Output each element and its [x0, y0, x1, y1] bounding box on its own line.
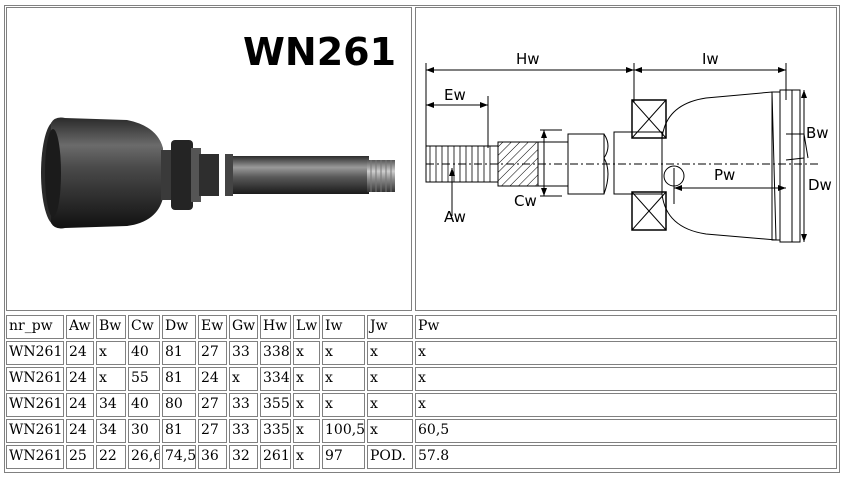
label-pw: Pw: [714, 166, 735, 184]
table-cell: x: [293, 341, 320, 365]
table-cell: 36: [198, 445, 227, 469]
table-cell: 27: [198, 419, 227, 443]
table-header-cell: Hw: [260, 315, 291, 339]
table-cell: 57.8: [415, 445, 837, 469]
table-cell: 55: [128, 367, 160, 391]
table-cell: x: [322, 341, 365, 365]
table-cell: 40: [128, 341, 160, 365]
table-cell: x: [367, 341, 413, 365]
product-sheet: [4, 5, 840, 473]
table-cell: 27: [198, 393, 227, 417]
table-cell: x: [96, 367, 126, 391]
label-dw: Dw: [808, 176, 832, 194]
table-cell: x: [96, 341, 126, 365]
table-header-cell: nr_pw: [6, 315, 64, 339]
table-cell: WN261: [6, 445, 64, 469]
table-cell: 97: [322, 445, 365, 469]
label-aw: Aw: [444, 208, 466, 226]
housing-shape: [41, 117, 163, 229]
table-cell: x: [293, 367, 320, 391]
table-cell: 26,6: [128, 445, 160, 469]
table-cell: 81: [162, 367, 196, 391]
table-cell: 355: [260, 393, 291, 417]
technical-drawing-panel: Hw Iw Ew Bw Pw Dw Cw Aw: [415, 7, 837, 311]
table-cell: x: [367, 393, 413, 417]
table-cell: x: [415, 393, 837, 417]
table-cell: x: [415, 367, 837, 391]
table-cell: x: [367, 419, 413, 443]
table-cell: 33: [229, 393, 258, 417]
table-cell: 27: [198, 341, 227, 365]
table-cell: x: [322, 393, 365, 417]
table-header-cell: Ew: [198, 315, 227, 339]
table-cell: 22: [96, 445, 126, 469]
table-cell: 25: [66, 445, 94, 469]
label-hw: Hw: [516, 50, 540, 68]
table-cell: 81: [162, 341, 196, 365]
table-cell: x: [367, 367, 413, 391]
table-cell: WN261: [6, 393, 64, 417]
table-header-cell: Iw: [322, 315, 365, 339]
table-header-cell: Bw: [96, 315, 126, 339]
table-cell: 24: [198, 367, 227, 391]
table-header-cell: Jw: [367, 315, 413, 339]
table-header-cell: Cw: [128, 315, 160, 339]
table-cell: x: [415, 341, 837, 365]
table-cell: 338: [260, 341, 291, 365]
table-cell: 34: [96, 419, 126, 443]
table-cell: x: [293, 445, 320, 469]
product-title: WN261: [243, 30, 397, 74]
table-cell: 335: [260, 419, 291, 443]
table-cell: x: [293, 419, 320, 443]
table-cell: 30: [128, 419, 160, 443]
label-iw: Iw: [702, 50, 719, 68]
product-photo-panel: WN261: [6, 7, 412, 311]
table-cell: 60,5: [415, 419, 837, 443]
table-cell: 100,5: [322, 419, 365, 443]
table-cell: WN261: [6, 419, 64, 443]
label-bw: Bw: [806, 124, 829, 142]
table-cell: x: [229, 367, 258, 391]
table-cell: 24: [66, 419, 94, 443]
table-cell: 24: [66, 367, 94, 391]
table-header-cell: Dw: [162, 315, 196, 339]
table-cell: 32: [229, 445, 258, 469]
table-cell: 24: [66, 341, 94, 365]
table-cell: 34: [96, 393, 126, 417]
table-header-cell: Aw: [66, 315, 94, 339]
table-header-cell: Pw: [415, 315, 837, 339]
table-cell: 81: [162, 419, 196, 443]
table-cell: WN261: [6, 341, 64, 365]
table-cell: 80: [162, 393, 196, 417]
table-cell: 261: [260, 445, 291, 469]
table-cell: 33: [229, 419, 258, 443]
table-cell: 334: [260, 367, 291, 391]
table-cell: 33: [229, 341, 258, 365]
table-cell: WN261: [6, 367, 64, 391]
table-cell: 40: [128, 393, 160, 417]
dimension-drawing: Hw Iw Ew Bw Pw Dw Cw Aw: [425, 50, 832, 243]
table-cell: 74,5: [162, 445, 196, 469]
label-cw: Cw: [514, 192, 537, 210]
table-header-cell: Lw: [293, 315, 320, 339]
cv-joint-photo: [41, 117, 395, 229]
table-cell: 24: [66, 393, 94, 417]
label-ew: Ew: [444, 86, 466, 104]
table-cell: x: [293, 393, 320, 417]
table-cell: x: [322, 367, 365, 391]
table-cell: POD.: [367, 445, 413, 469]
table-header-cell: Gw: [229, 315, 258, 339]
